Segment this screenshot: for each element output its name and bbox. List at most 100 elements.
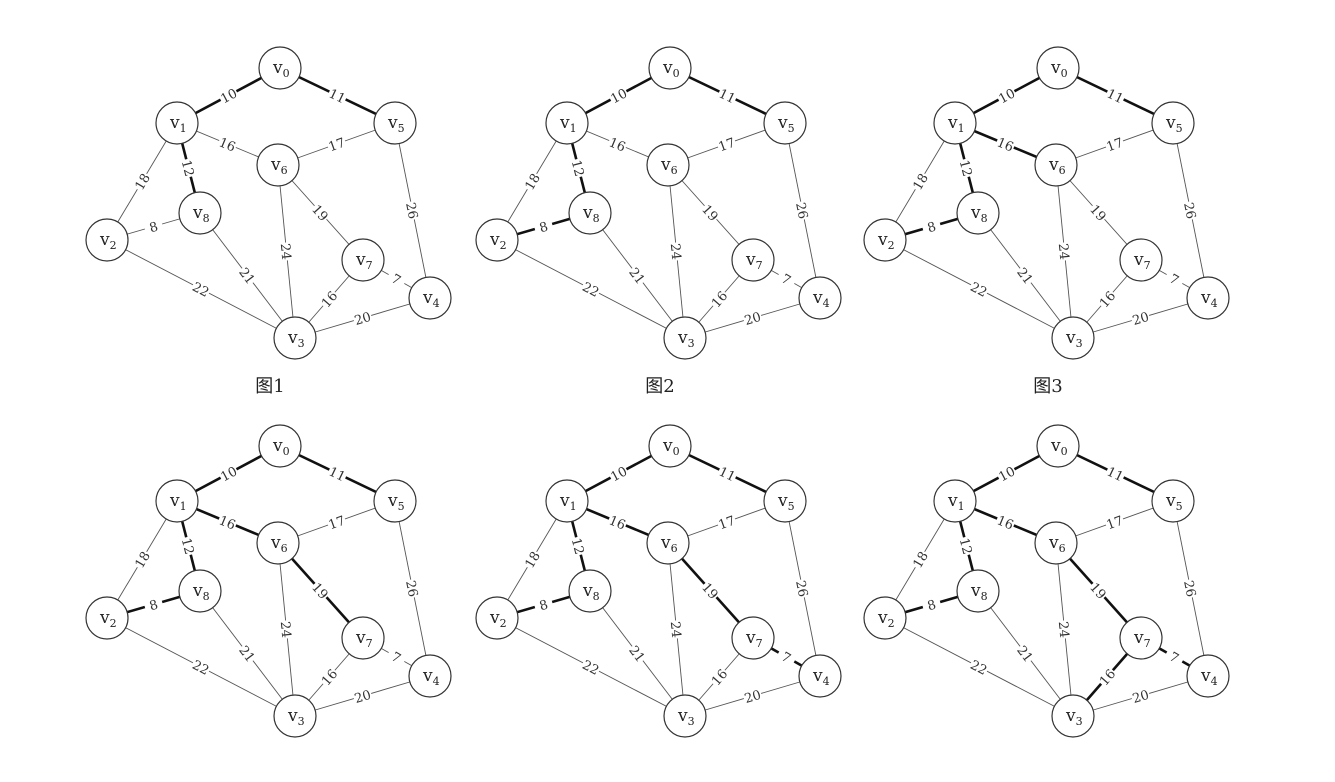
vertex-circle bbox=[408, 276, 452, 320]
vertex-label-subscript: 3 bbox=[298, 337, 305, 350]
vertex-label: v6 bbox=[270, 533, 288, 555]
vertex-v7: v7 bbox=[1119, 238, 1163, 282]
vertex-label-subscript: 6 bbox=[1059, 542, 1066, 555]
vertex-label-subscript: 8 bbox=[203, 590, 210, 603]
vertex-v5: v5 bbox=[1151, 479, 1195, 523]
vertex-label-letter: v bbox=[777, 113, 788, 133]
vertex-label-letter: v bbox=[1065, 328, 1076, 348]
vertex-label-subscript: 1 bbox=[958, 500, 965, 513]
vertex-label-subscript: 0 bbox=[673, 67, 680, 80]
edge-weight-text: 8 bbox=[538, 220, 550, 237]
vertex-v8: v8 bbox=[178, 569, 222, 613]
vertex-label-letter: v bbox=[387, 491, 398, 511]
edge-weight-text: 18 bbox=[133, 549, 154, 571]
vertex-circle bbox=[373, 479, 417, 523]
edge-weight-label: 10 bbox=[216, 462, 240, 485]
vertex-circle bbox=[798, 276, 842, 320]
edge-weight-text: 10 bbox=[608, 464, 630, 485]
vertex-v6: v6 bbox=[1034, 521, 1078, 565]
vertex-label-letter: v bbox=[192, 203, 203, 223]
vertex-label-letter: v bbox=[272, 436, 283, 456]
edge-weight-label: 7 bbox=[775, 645, 799, 668]
vertex-label-letter: v bbox=[1165, 491, 1176, 511]
vertex-label: v7 bbox=[1133, 628, 1151, 650]
edge-weight-label: 21 bbox=[235, 641, 260, 666]
vertex-label: v1 bbox=[169, 113, 187, 135]
edge-weight-label: 24 bbox=[667, 241, 686, 262]
vertex-label: v8 bbox=[192, 203, 210, 225]
vertex-label-subscript: 4 bbox=[1211, 675, 1218, 688]
vertex-v1: v1 bbox=[933, 101, 977, 145]
edge-weight-text: 20 bbox=[743, 310, 763, 329]
vertex-label: v8 bbox=[970, 203, 988, 225]
vertex-label-letter: v bbox=[745, 250, 756, 270]
vertex-label-subscript: 7 bbox=[1144, 637, 1151, 650]
vertex-label: v4 bbox=[812, 666, 830, 688]
vertex-label-subscript: 0 bbox=[1061, 445, 1068, 458]
edge-weight-text: 12 bbox=[178, 158, 197, 178]
edge-weight-label: 21 bbox=[1013, 263, 1038, 288]
vertex-label-subscript: 1 bbox=[180, 500, 187, 513]
edge-weight-label: 26 bbox=[1180, 578, 1201, 599]
edge-weight-label: 16 bbox=[994, 133, 1017, 155]
vertex-label-subscript: 8 bbox=[203, 212, 210, 225]
edge-weight-text: 18 bbox=[523, 549, 544, 571]
vertex-circle bbox=[648, 46, 692, 90]
vertex-label: v1 bbox=[947, 113, 965, 135]
vertex-circle bbox=[258, 424, 302, 468]
vertex-circle bbox=[408, 654, 452, 698]
vertex-circle bbox=[256, 521, 300, 565]
vertex-label-letter: v bbox=[559, 491, 570, 511]
edge-weight-label: 21 bbox=[625, 263, 650, 288]
edge-weight-label: 18 bbox=[908, 547, 932, 571]
vertex-label: v7 bbox=[355, 250, 373, 272]
vertex-label-subscript: 6 bbox=[281, 542, 288, 555]
vertex-label-subscript: 5 bbox=[788, 500, 795, 513]
vertex-circle bbox=[273, 694, 317, 738]
edge-weight-label: 18 bbox=[520, 547, 544, 571]
vertex-label: v1 bbox=[559, 113, 577, 135]
edge-weight-label: 22 bbox=[968, 277, 991, 301]
vertex-label: v0 bbox=[1050, 436, 1068, 458]
vertex-label-subscript: 4 bbox=[433, 297, 440, 310]
edge-weight-label: 7 bbox=[775, 267, 799, 290]
edge-weight-label: 8 bbox=[532, 594, 555, 614]
vertex-circle bbox=[863, 218, 907, 262]
vertex-v1: v1 bbox=[545, 479, 589, 523]
edge-weight-text: 16 bbox=[319, 289, 341, 311]
vertex-label: v3 bbox=[677, 706, 695, 728]
vertex-label: v3 bbox=[287, 706, 305, 728]
vertex-label-subscript: 3 bbox=[1076, 715, 1083, 728]
vertex-label-letter: v bbox=[99, 230, 110, 250]
edge-weight-label: 24 bbox=[1055, 241, 1074, 262]
vertex-circle bbox=[85, 218, 129, 262]
vertex-label: v7 bbox=[1133, 250, 1151, 272]
edge-weight-text: 20 bbox=[743, 688, 763, 707]
vertex-v4: v4 bbox=[1186, 654, 1230, 698]
vertex-label-subscript: 1 bbox=[958, 122, 965, 135]
vertex-label-letter: v bbox=[1048, 533, 1059, 553]
edge-weight-text: 19 bbox=[698, 202, 720, 224]
edge-weight-label: 20 bbox=[1129, 685, 1152, 707]
vertex-circle bbox=[178, 569, 222, 613]
edge-weight-label: 8 bbox=[142, 594, 165, 614]
vertex-circle bbox=[1051, 316, 1095, 360]
vertex-label-subscript: 6 bbox=[671, 164, 678, 177]
vertex-v7: v7 bbox=[1119, 616, 1163, 660]
edge-weight-text: 26 bbox=[792, 201, 810, 220]
vertex-label: v4 bbox=[1200, 288, 1218, 310]
vertex-v5: v5 bbox=[1151, 101, 1195, 145]
edge-weight-text: 24 bbox=[667, 243, 684, 261]
vertex-label-letter: v bbox=[355, 250, 366, 270]
edge-weight-text: 16 bbox=[994, 513, 1015, 533]
edge-weight-text: 22 bbox=[580, 658, 602, 679]
edge-weight-label: 22 bbox=[580, 655, 603, 679]
vertex-label-letter: v bbox=[422, 666, 433, 686]
vertex-v4: v4 bbox=[408, 276, 452, 320]
vertex-label-letter: v bbox=[489, 608, 500, 628]
vertex-v6: v6 bbox=[646, 521, 690, 565]
edge-weight-text: 24 bbox=[277, 621, 294, 639]
vertex-label-letter: v bbox=[947, 113, 958, 133]
vertex-label-letter: v bbox=[287, 706, 298, 726]
